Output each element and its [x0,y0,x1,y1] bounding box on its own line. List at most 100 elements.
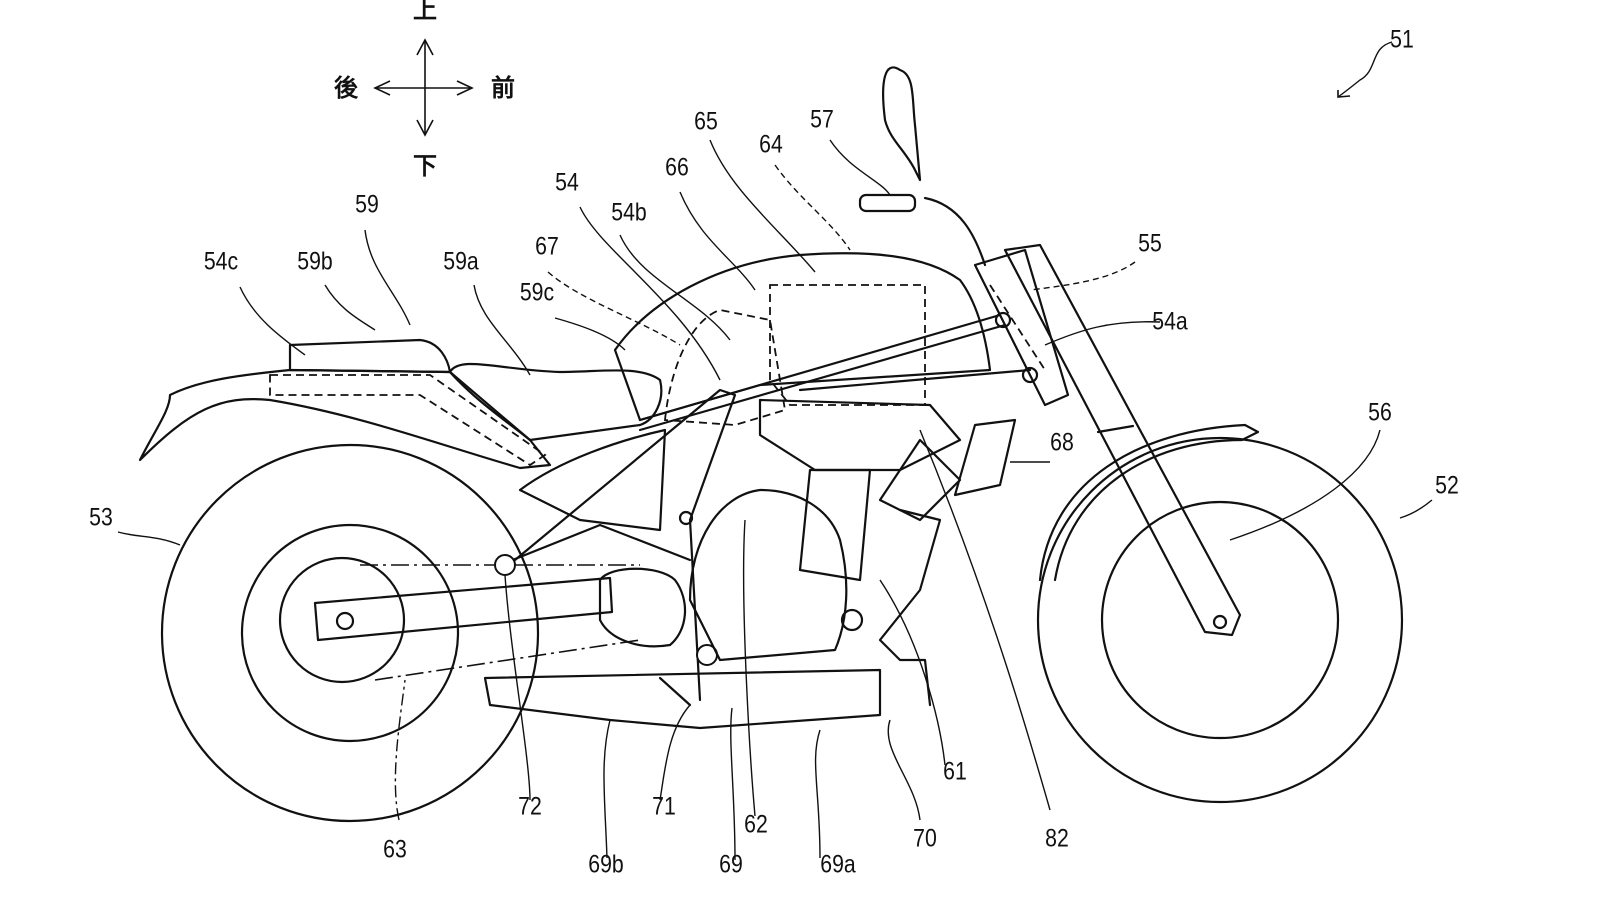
handlebar-grip [858,193,917,213]
label-54c: 54c [203,247,239,276]
engine-crankcase [688,488,848,662]
main-frame-lower [798,368,1032,392]
leader-70 [887,719,921,821]
front-fender [1038,423,1260,582]
rear-rim [240,523,460,743]
label-56: 56 [1368,398,1392,427]
label-82: 82 [1045,824,1069,853]
label-69a: 69a [820,850,856,879]
leader-69b [603,719,611,859]
leader-55 [1029,261,1136,291]
label-69: 69 [719,850,743,879]
tank-compartment-hidden [664,309,787,426]
leader-67 [547,271,681,346]
drive-chain-lower [374,639,641,681]
handlebar [923,196,987,267]
front-seat [448,362,663,442]
leader-63 [394,679,406,821]
direction-rear-label: 後 [334,74,358,102]
leader-64 [774,164,851,251]
fuel-tank [613,252,992,422]
leader-61 [879,579,946,766]
leader-53 [117,531,181,546]
front-wheel [1036,423,1404,804]
label-57: 57 [810,105,834,134]
head-pipe [973,248,1070,407]
label-54b: 54b [611,198,647,227]
label-59: 59 [355,190,379,219]
leader-59b [324,284,376,331]
label-61: 61 [943,757,967,786]
up-arrowhead [416,38,434,56]
leader-54b [619,234,731,341]
rear-cowl [138,368,552,470]
direction-front-label: 前 [491,74,515,102]
label-67: 67 [535,232,559,261]
rear-wheel [160,443,540,823]
main-frame-upper [638,313,1002,422]
leader-65 [709,139,816,273]
label-65: 65 [694,107,718,136]
front-tire [1036,436,1404,804]
rear-seat [288,338,452,374]
leader-59a [473,284,531,376]
label-54: 54 [555,168,579,197]
direction-down-label: 下 [413,152,437,180]
label-51: 51 [1390,25,1414,54]
frame-joint [994,311,1012,329]
frame-joint-lower [1021,366,1039,384]
head-pipe-hidden [989,284,1046,371]
label-59b: 59b [297,247,333,276]
front-fork [1003,243,1242,637]
rear-frame-down [513,388,737,702]
radiator [953,418,1017,497]
leader-51 [1337,41,1393,98]
front-arrowhead [456,80,474,96]
cylinder [798,468,872,582]
down-arrowhead [416,119,434,137]
label-62: 62 [744,810,768,839]
label-64: 64 [759,130,783,159]
tank-inner-hidden [769,284,926,406]
frame-cross [498,523,692,567]
label-53: 53 [89,503,113,532]
direction-arrows [373,38,474,137]
leader-62 [742,519,756,817]
label-59a: 59a [443,247,479,276]
leader-57 [829,139,891,196]
rear-tire [160,443,540,823]
engine-cover [598,567,687,648]
main-frame-upper-inner [638,323,1007,432]
label-55: 55 [1138,229,1162,258]
front-rim [1100,500,1340,740]
label-63: 63 [383,835,407,864]
frame-bolt [678,510,694,526]
leader-56 [1229,429,1381,541]
label-54a: 54a [1152,307,1188,336]
muffler-seam [658,676,692,707]
exhaust-pipe [878,508,942,707]
rear-frame-hidden [269,374,547,467]
leader-54c [239,286,306,356]
label-71: 71 [652,792,676,821]
leader-72 [504,574,531,801]
leader-82 [919,429,1051,811]
leader-69 [730,707,736,861]
rear-arrowhead [373,80,391,96]
label-66: 66 [665,153,689,182]
direction-up-label: 上 [413,0,437,24]
leader-52 [1399,499,1433,519]
label-52: 52 [1435,471,1459,500]
leader-54a [1044,321,1161,346]
cylinder-head [758,398,962,472]
label-68: 68 [1050,428,1074,457]
leader-71 [659,704,691,801]
leader-54 [579,206,721,381]
fork-clamp [1096,424,1135,434]
leader-59 [364,229,411,326]
leader-lines [117,139,1433,861]
mirror [882,66,922,182]
label-59c: 59c [519,278,555,307]
front-axle [1212,614,1228,630]
